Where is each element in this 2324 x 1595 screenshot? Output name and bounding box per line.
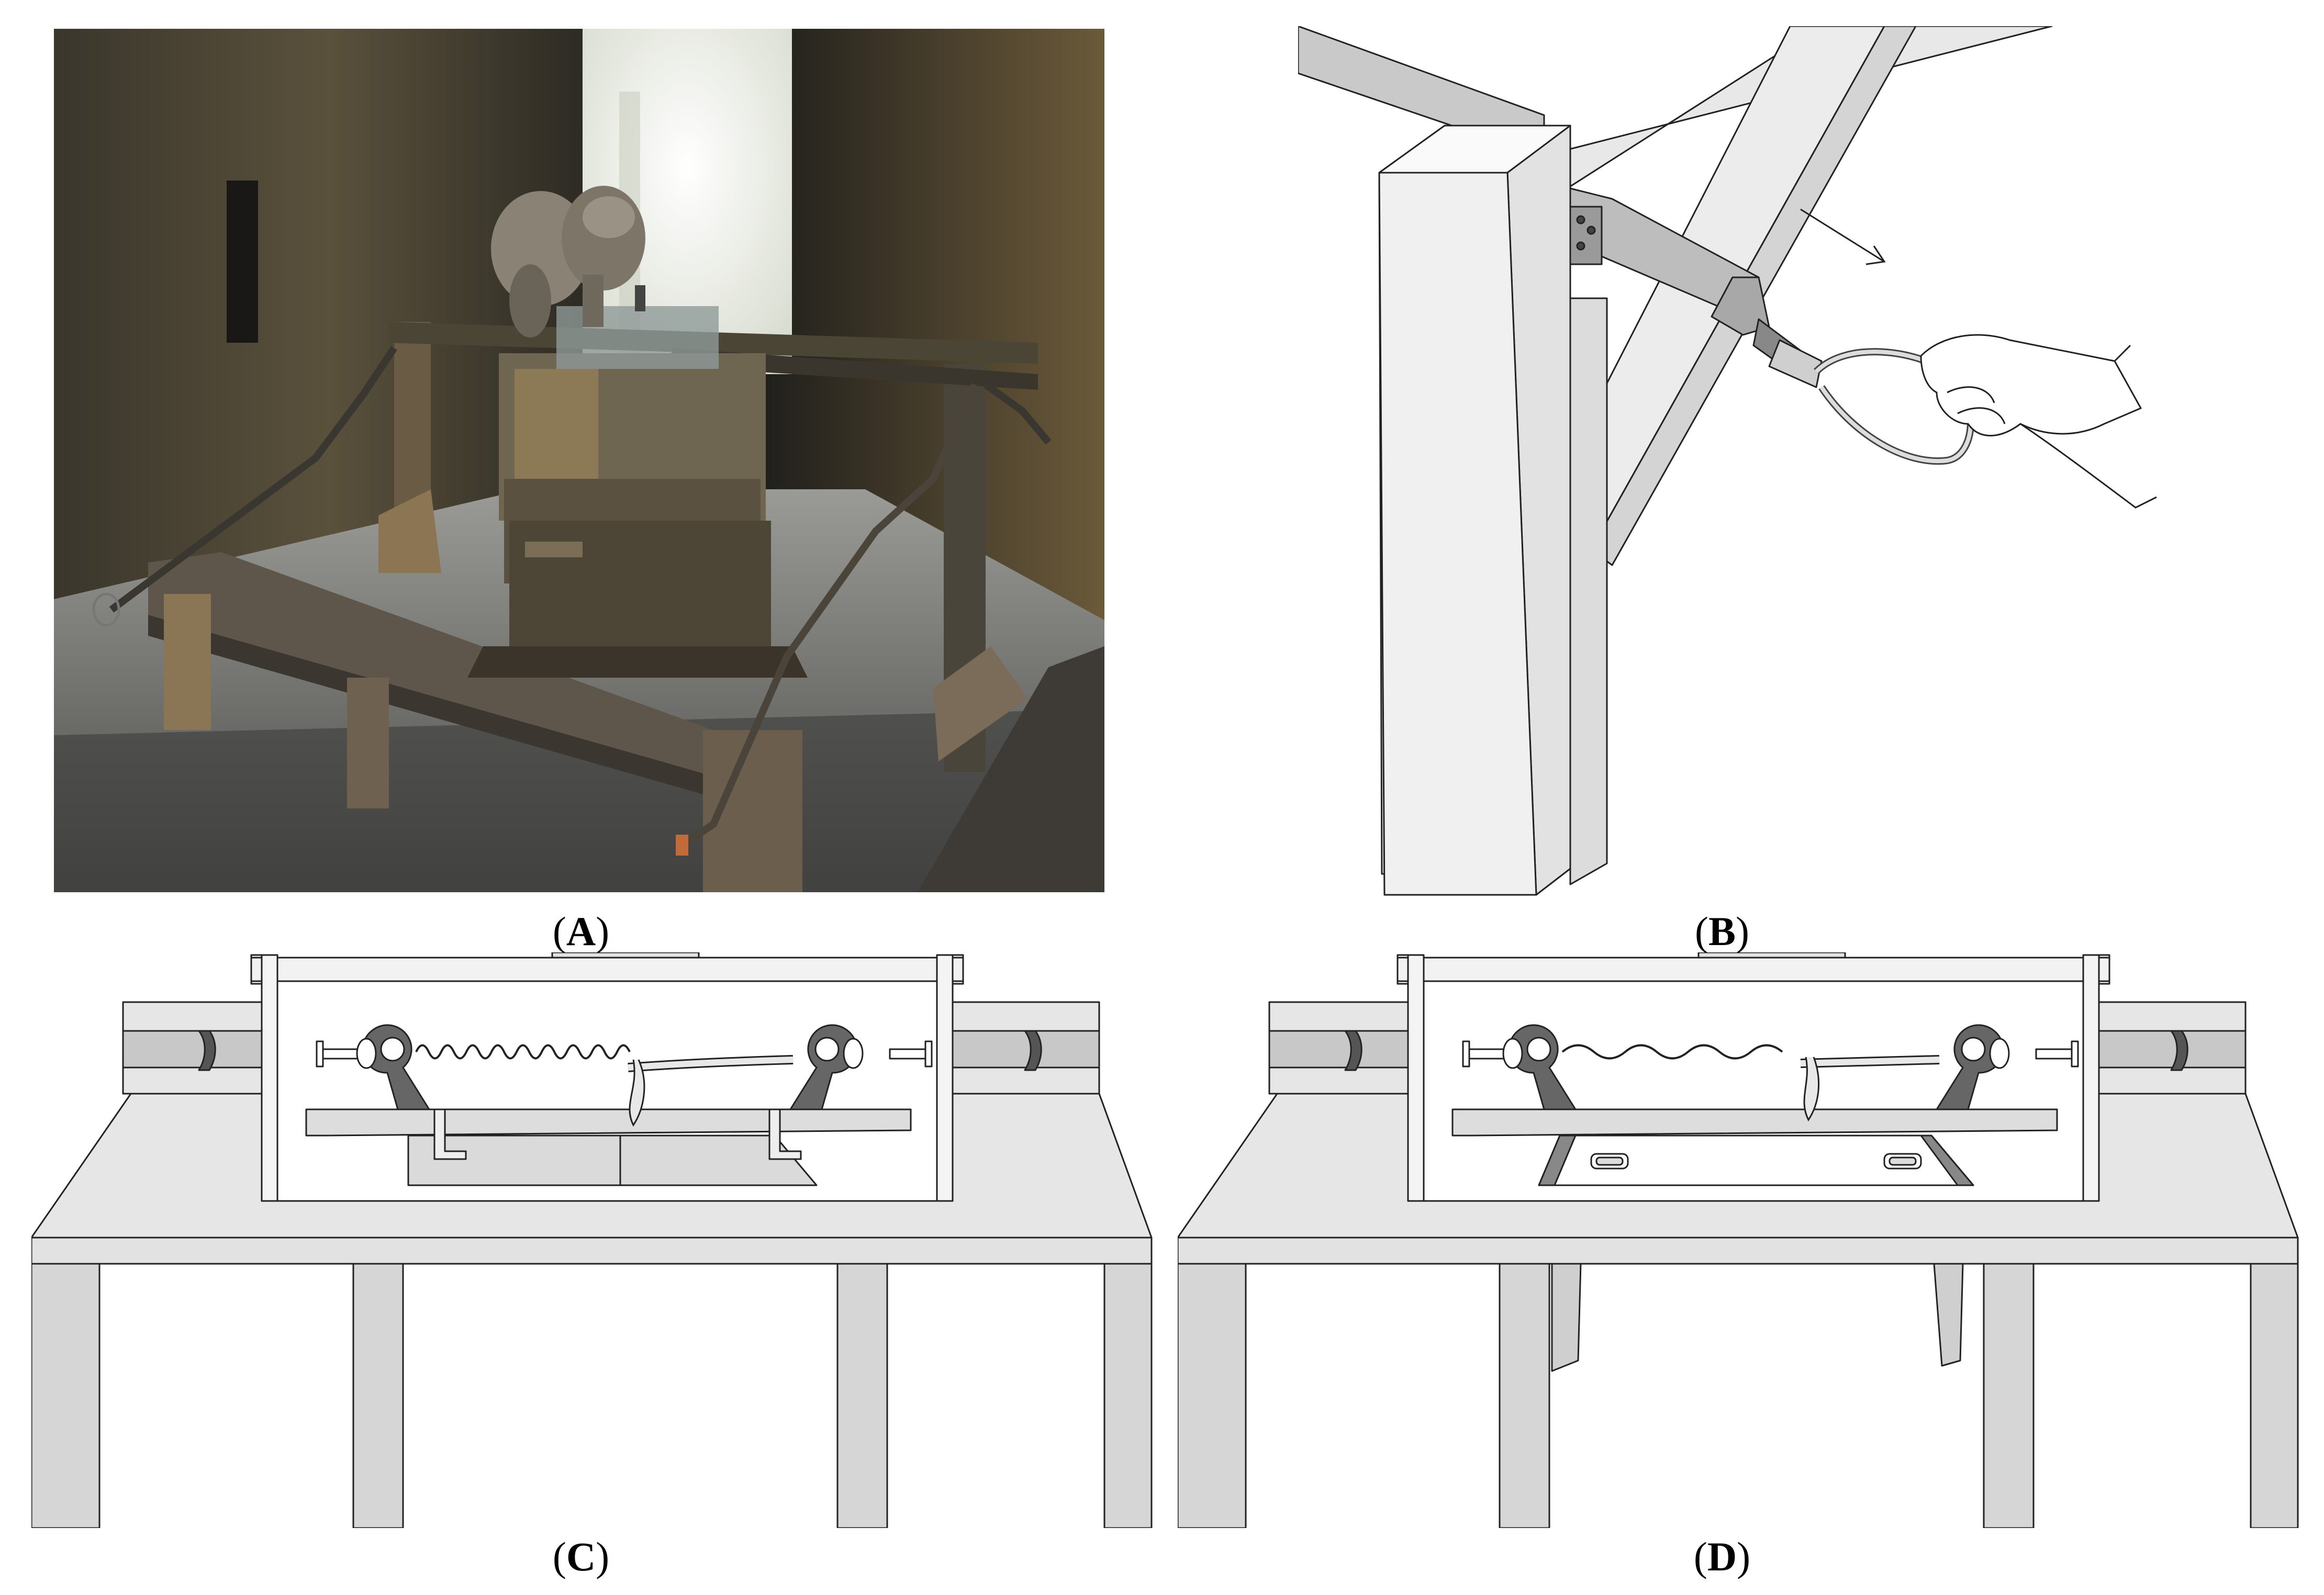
hand-icon: [1920, 334, 2157, 509]
door-flap-left: [1551, 1263, 1582, 1372]
trap-set-drawing: [31, 952, 1153, 1528]
pull-arrow-icon: [1800, 208, 1886, 265]
photo-trap-in-room: [54, 29, 1104, 892]
caption-b: (B): [1695, 908, 1749, 954]
rail-clamp-right: [2170, 1030, 2188, 1071]
caption-a: (A): [552, 908, 610, 954]
central-box: [509, 521, 771, 657]
rail-clamp-left: [1344, 1030, 1362, 1071]
panel-d-triggered-trap: [1178, 952, 2303, 1528]
caption-d: (D): [1693, 1534, 1751, 1579]
right-rod: [680, 383, 979, 848]
bait-cord: [1800, 1057, 1940, 1066]
front-beam: [148, 552, 771, 793]
caption-c: (C): [552, 1534, 610, 1579]
panel-c-set-trap: [31, 952, 1157, 1528]
monkey: [491, 186, 645, 338]
bait-cord: [628, 1057, 794, 1071]
bait-knot: [1803, 1057, 1820, 1121]
left-rod: [109, 346, 397, 613]
door-flap-right: [1933, 1263, 1964, 1367]
panel-a-photo: [54, 29, 1104, 892]
box-lid: [250, 957, 964, 982]
trap-door-closed: [407, 1135, 818, 1186]
rail-clamp-right: [1024, 1030, 1042, 1071]
relaxed-spring: [1561, 1044, 1783, 1060]
coiled-spring: [415, 1044, 631, 1060]
panel-b-drawing: [1298, 26, 2167, 900]
top-container: [556, 306, 719, 369]
rail-clamp-left: [198, 1030, 216, 1071]
box-lid: [1396, 957, 2110, 982]
cable-release-drawing: [1298, 26, 2157, 896]
bait-knot: [629, 1059, 645, 1127]
trap-triggered-drawing: [1178, 952, 2299, 1528]
